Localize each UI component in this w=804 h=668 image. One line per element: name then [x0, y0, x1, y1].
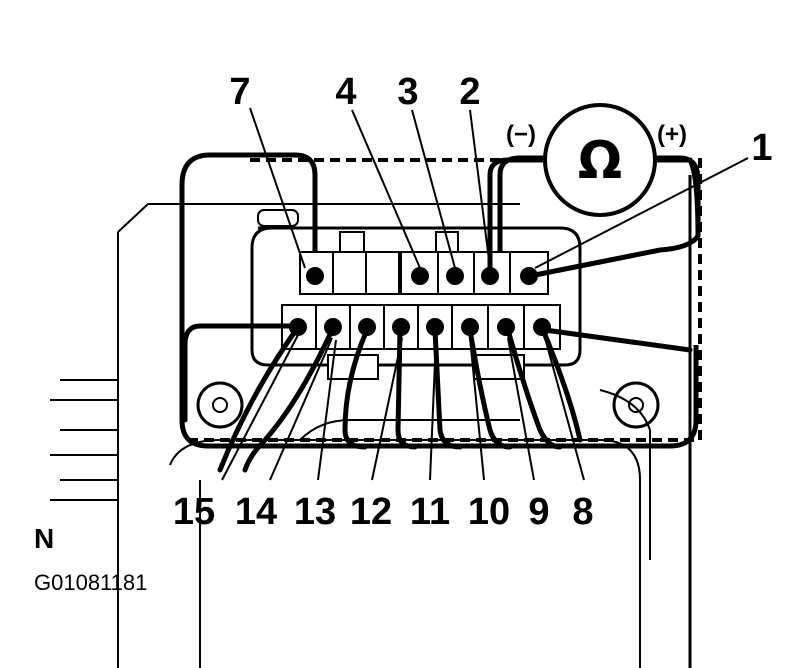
- label-pin-1: 1: [751, 127, 772, 169]
- pin-10: [461, 318, 479, 336]
- ohmmeter-body: [543, 103, 657, 217]
- connector-pin-cells: [281, 251, 561, 350]
- ohmmeter-leads: [182, 157, 701, 423]
- pin-dots: [289, 267, 551, 336]
- pin-3: [446, 267, 464, 285]
- pin-9: [497, 318, 515, 336]
- label-pin-12: 12: [350, 491, 392, 533]
- pin-4: [411, 267, 429, 285]
- bottom-pin-labels: 15 14 13 12 11 10 9 8: [173, 491, 594, 533]
- right-mounting-hole: [612, 381, 660, 429]
- harness-wires: [217, 327, 583, 473]
- pin-14: [324, 318, 342, 336]
- label-pin-14: 14: [235, 491, 277, 533]
- label-leader-lines: [221, 107, 749, 481]
- pin-7: [306, 267, 324, 285]
- pin-2: [481, 267, 499, 285]
- negative-terminal-label: (−): [506, 121, 536, 148]
- label-pin-2: 2: [459, 71, 480, 113]
- pin-13: [358, 318, 376, 336]
- left-mounting-hole: [196, 381, 244, 429]
- ohmmeter: Ω (−) (+): [506, 103, 687, 217]
- label-pin-15: 15: [173, 491, 215, 533]
- positive-terminal-label: (+): [657, 121, 687, 148]
- pin-1: [520, 267, 538, 285]
- top-pin-labels: 7 4 3 2 1: [229, 71, 772, 169]
- ohm-symbol: Ω: [578, 131, 622, 191]
- label-pin-9: 9: [528, 491, 549, 533]
- orientation-mark: N: [34, 523, 54, 554]
- pin-11: [426, 318, 444, 336]
- label-pin-13: 13: [294, 491, 336, 533]
- pin-12: [392, 318, 410, 336]
- label-pin-4: 4: [335, 71, 356, 113]
- label-pin-10: 10: [468, 491, 510, 533]
- pin-15: [289, 318, 307, 336]
- figure-code: G01081181: [34, 570, 147, 595]
- label-pin-11: 11: [410, 491, 450, 533]
- label-pin-3: 3: [397, 71, 418, 113]
- component-housing: [50, 175, 692, 668]
- pin-8: [533, 318, 551, 336]
- label-pin-8: 8: [572, 491, 593, 533]
- label-pin-7: 7: [229, 71, 250, 113]
